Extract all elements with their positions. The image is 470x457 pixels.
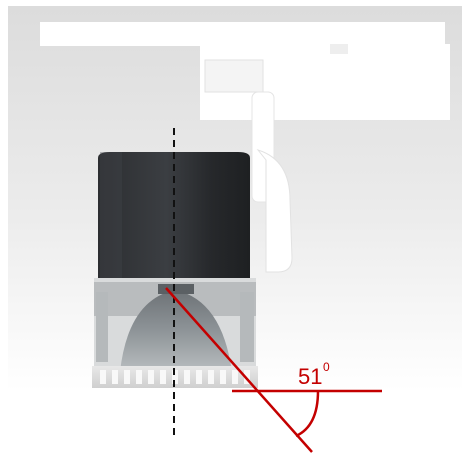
body-highlight (100, 152, 122, 280)
adapter-notch (330, 44, 348, 54)
led-module (158, 284, 194, 294)
right-fin (240, 292, 254, 362)
angle-arc (295, 390, 320, 438)
angle-value-label: 51 (298, 364, 322, 389)
reflector (120, 290, 232, 372)
mount-yoke (256, 149, 293, 273)
adapter-clip (204, 59, 264, 93)
angle-unit-label: 0 (323, 360, 330, 374)
track-rail (40, 22, 445, 46)
ring-teeth (100, 370, 250, 384)
left-fin (96, 292, 108, 362)
beam-line (165, 287, 313, 453)
beam-angle-annotation: 51 0 (165, 287, 382, 453)
